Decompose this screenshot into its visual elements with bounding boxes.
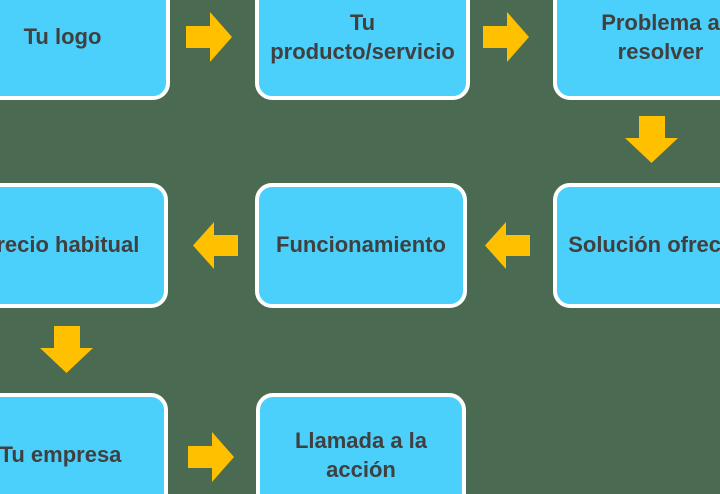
- node-label: Llamada a la acción: [294, 427, 428, 482]
- node-tu-empresa: Tu empresa: [0, 393, 168, 494]
- node-label: Precio habitual: [0, 232, 140, 258]
- node-funcionamiento: Funcionamiento: [255, 183, 467, 308]
- node-label: Tu logo: [23, 24, 102, 50]
- node-llamada-a-la-accion: Llamada a la acción: [256, 393, 466, 494]
- node-label: Tu empresa: [0, 442, 122, 468]
- node-tu-logo: Tu logo: [0, 0, 170, 100]
- arrow-down-icon: [625, 116, 678, 163]
- node-label: Funcionamiento: [276, 232, 446, 258]
- node-tu-producto-servicio: Tu producto/servicio: [255, 0, 470, 100]
- arrow-right-icon: [483, 12, 529, 62]
- node-precio-habitual: Precio habitual: [0, 183, 168, 308]
- arrow-down-icon: [40, 326, 93, 373]
- node-label: Tu producto/servicio: [270, 9, 455, 64]
- node-label: Problema a resolver: [601, 9, 720, 64]
- node-solucion-ofrecida: Solución ofrecida: [553, 183, 720, 308]
- arrow-right-icon: [188, 432, 234, 482]
- arrow-left-icon: [193, 222, 238, 269]
- arrow-left-icon: [485, 222, 530, 269]
- arrow-right-icon: [186, 12, 232, 62]
- node-problema-a-resolver: Problema a resolver: [553, 0, 720, 100]
- node-label: Solución ofrecida: [568, 232, 720, 258]
